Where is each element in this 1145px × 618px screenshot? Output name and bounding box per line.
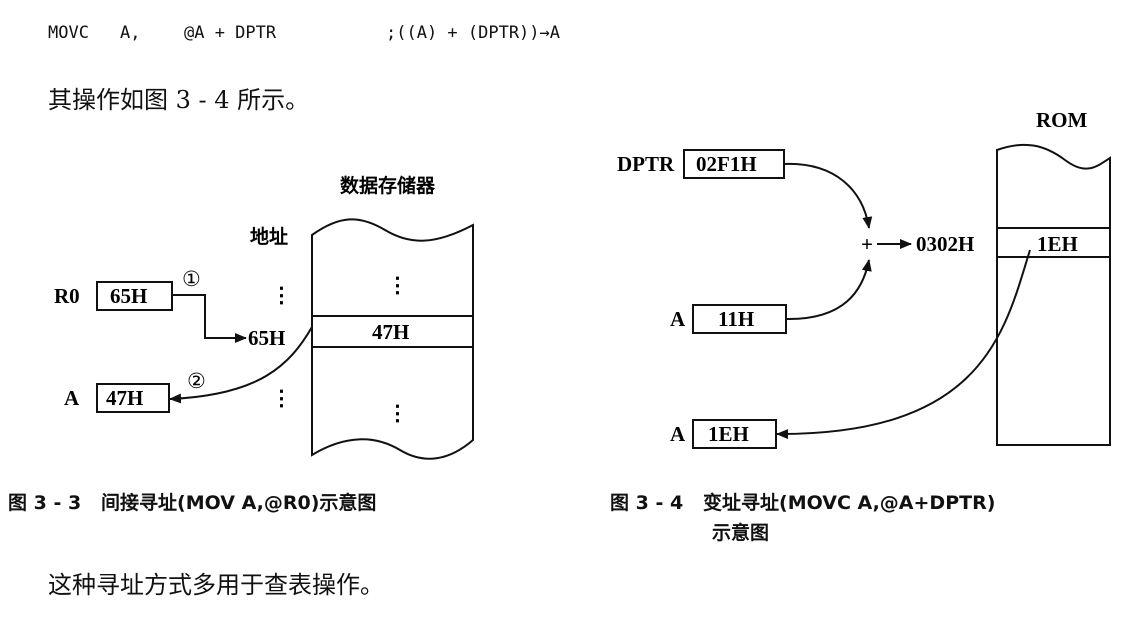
rom-title: ROM [1036,108,1088,132]
register-a-box [96,383,170,413]
dots-lower-address: ⋮ [271,386,292,410]
register-r0-label: R0 [54,284,80,308]
code-comment: ;((A) + (DPTR))→A [386,23,560,43]
register-a-out-value: 1EH [708,422,749,446]
figure-3-3-number: 图 3 - 3 [8,492,82,514]
rom-block [996,143,1111,446]
figure-3-4-caption: 图 3 - 4 变址寻址(MOVC A,@A+DPTR) [610,488,995,515]
sum-address-value: 0302H [916,232,974,256]
register-a-out-label: A [670,422,686,446]
code-operand-2: @A + DPTR [184,23,277,43]
dots-lower-memory: ⋮ [387,401,408,425]
rom-cell-value: 1EH [1037,232,1078,256]
register-a-value: 47H [106,386,143,410]
figure-3-4-diagram: ROM 1EH DPTR 02F1H A 11H + 0302H A 1EH [617,108,1111,449]
dots-upper-memory: ⋮ [387,273,408,297]
figure-3-3-diagram: 数据存储器 地址 47H ⋮ ⋮ ⋮ ⋮ R0 65H ① 65H A 47H … [54,174,474,460]
paragraph-summary: 这种寻址方式多用于查表操作。 [48,571,384,599]
arrow-cell-to-a [169,326,313,404]
arrow-r0-to-address [172,294,247,343]
register-dptr-value: 02F1H [696,152,757,176]
dots-upper-address: ⋮ [271,283,292,307]
figure-3-4-number: 图 3 - 4 [610,492,684,514]
code-operand-1: A, [120,23,141,43]
figure-3-4-caption-line-2: 示意图 [712,522,770,544]
register-r0-value: 65H [110,284,147,308]
register-a-out-box [692,419,777,449]
figure-3-3-caption: 图 3 - 3 间接寻址(MOV A,@R0)示意图 [8,488,376,515]
arrow-cell-to-a-out [776,249,1031,440]
arrow-dptr-to-adder [783,162,873,229]
register-dptr-label: DPTR [617,152,675,176]
memory-cell-value: 47H [372,320,409,344]
figure-3-4-caption-text-line-1: 变址寻址(MOVC A,@A+DPTR) [703,492,996,514]
memory-title: 数据存储器 [340,174,436,197]
register-dptr-box [683,149,785,179]
code-instruction: MOVC [48,23,89,43]
figure-3-3-caption-text: 间接寻址(MOV A,@R0)示意图 [101,492,377,514]
step-2-marker: ② [187,369,206,393]
arrow-a-to-adder [785,259,872,321]
paragraph-intro: 其操作如图 3 - 4 所示。 [48,86,310,114]
step-1-marker: ① [182,267,201,291]
register-a-in-label: A [670,307,686,331]
adder-plus: + [861,232,873,256]
register-a-label: A [64,386,80,410]
register-a-in-value: 11H [718,307,754,331]
memory-block [311,218,474,460]
address-value: 65H [248,326,285,350]
address-label: 地址 [250,225,288,248]
